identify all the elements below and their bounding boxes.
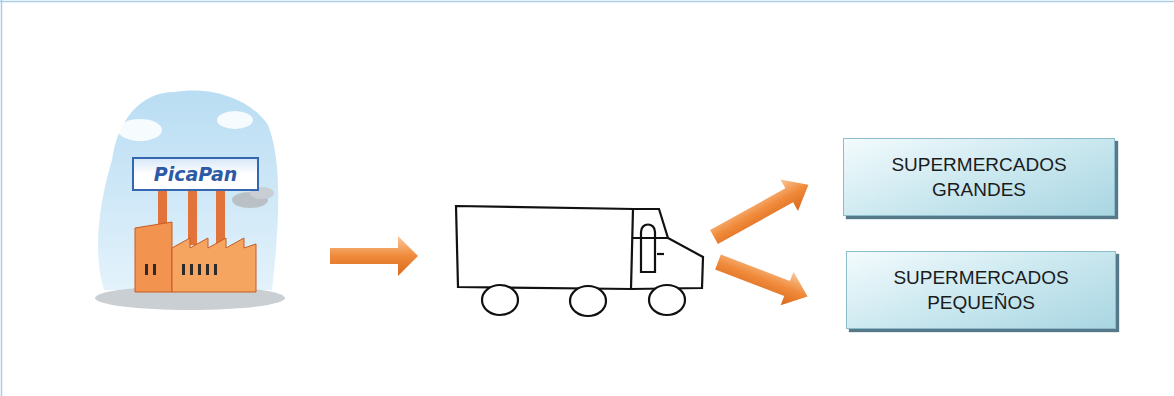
factory-building xyxy=(172,238,256,292)
factory-windows xyxy=(145,264,217,275)
flow-arrow xyxy=(712,245,815,313)
flow-arrow xyxy=(705,169,817,253)
logo-plate xyxy=(133,158,258,190)
store-box: SUPERMERCADOS PEQUEÑOS xyxy=(846,251,1116,329)
box-label: SUPERMERCADOS GRANDES xyxy=(884,152,1074,202)
truck-drawing xyxy=(456,206,703,316)
flow-arrow xyxy=(330,236,418,276)
factory-building xyxy=(135,222,172,292)
cloud xyxy=(118,119,162,141)
frame-line xyxy=(0,1,1174,3)
logo-text: PicaPan xyxy=(133,158,258,190)
store-box: SUPERMERCADOS GRANDES xyxy=(843,138,1115,216)
cloud xyxy=(217,111,253,129)
factory-illustration xyxy=(95,90,285,310)
box-label: SUPERMERCADOS PEQUEÑOS xyxy=(887,265,1075,315)
frame-line xyxy=(1,0,3,396)
